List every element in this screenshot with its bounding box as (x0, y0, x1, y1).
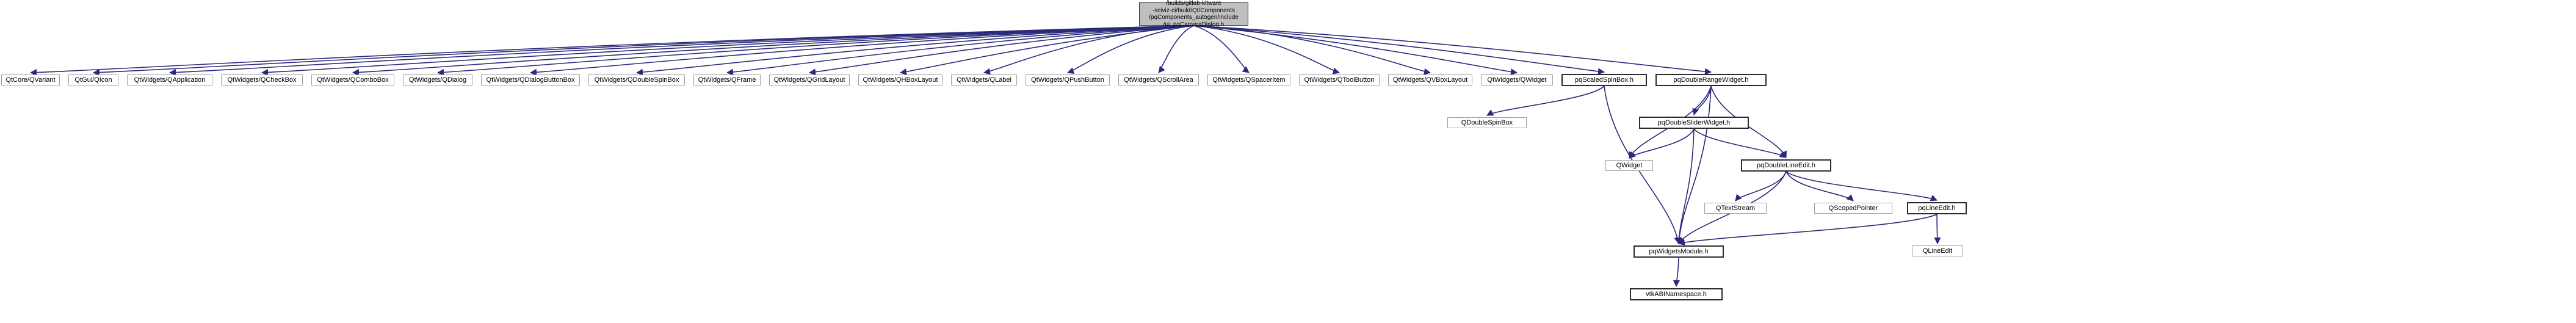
edge-pqwidgetsmodule-to-vtkabi (1673, 257, 1681, 288)
graph-node-qpushbutton[interactable]: QtWidgets/QPushButton (1026, 74, 1110, 85)
graph-node-label: QtWidgets/QGridLayout (773, 76, 845, 84)
edge-root-to-qvariant (29, 25, 1194, 76)
edge-root-to-qcombobox (352, 25, 1194, 76)
graph-node-qspaceritem[interactable]: QtWidgets/QSpacerItem (1207, 74, 1290, 85)
graph-node-label: QLineEdit (1922, 247, 1953, 255)
edge-pqdoublelineedit-to-pqlineedit (1785, 171, 1938, 201)
graph-node-pqdoubleslider[interactable]: pqDoubleSliderWidget.h (1639, 117, 1749, 129)
edge-pqdoubleslider-to-pqwidgetsmodule (1675, 128, 1695, 245)
edge-pqdoubleslider-to-pqdoublelineedit (1693, 128, 1787, 158)
edge-root-to-qdialog (436, 25, 1194, 76)
graph-node-qicon[interactable]: QtGui/QIcon (68, 74, 118, 85)
edge-root-to-qwidgetw (1193, 25, 1518, 76)
edge-root-to-qcheckbox (261, 25, 1194, 76)
edge-root-to-qdoublespinboxw (635, 25, 1194, 76)
graph-node-pqlineedit[interactable]: pqLineEdit.h (1907, 202, 1967, 214)
graph-node-label: QtWidgets/QPushButton (1031, 76, 1104, 84)
graph-node-vtkabi[interactable]: vtkABINamespace.h (1630, 288, 1723, 300)
graph-node-qdoublespinboxw[interactable]: QtWidgets/QDoubleSpinBox (588, 74, 685, 85)
graph-node-label: QtGui/QIcon (74, 76, 112, 84)
graph-node-qtoolbutton[interactable]: QtWidgets/QToolButton (1299, 74, 1380, 85)
graph-node-label: QtWidgets/QScrollArea (1124, 76, 1193, 84)
edge-root-to-qgridlayout (808, 25, 1194, 76)
graph-node-qlineedit[interactable]: QLineEdit (1912, 245, 1963, 256)
graph-node-label: QtWidgets/QSpacerItem (1212, 76, 1286, 84)
edge-root-to-qvboxlayout (1193, 25, 1431, 75)
graph-node-label: pqLineEdit.h (1918, 205, 1956, 212)
graph-node-qdialog[interactable]: QtWidgets/QDialog (403, 74, 472, 85)
graph-node-qapplication[interactable]: QtWidgets/QApplication (127, 74, 212, 85)
graph-node-qvariant[interactable]: QtCore/QVariant (1, 74, 60, 85)
graph-node-label: pqDoubleSliderWidget.h (1657, 119, 1731, 126)
graph-node-qgridlayout[interactable]: QtWidgets/QGridLayout (769, 74, 850, 85)
edge-root-to-qspaceritem (1193, 25, 1250, 73)
graph-node-qwidget[interactable]: QWidget (1605, 160, 1653, 171)
graph-node-label: pqWidgetsModule.h (1649, 248, 1709, 255)
edge-pqdoublelineedit-to-qscopedpointer (1785, 171, 1854, 201)
edge-root-to-qpushbutton (1066, 25, 1194, 74)
graph-node-label: QtWidgets/QLabel (957, 76, 1011, 84)
graph-node-label: QtWidgets/QDialog (408, 76, 467, 84)
edge-root-to-qlabel (983, 25, 1194, 75)
edge-root-to-pqdoublerange (1193, 25, 1712, 75)
graph-node-qcombobox[interactable]: QtWidgets/QComboBox (311, 74, 394, 85)
edge-root-to-qtoolbutton (1193, 25, 1340, 74)
edge-root-to-qapplication (168, 25, 1194, 76)
graph-node-label: QtWidgets/QHBoxLayout (863, 76, 938, 84)
graph-node-root-line: /pqComponents_autogen/include (1149, 14, 1239, 21)
edge-pqdoublelineedit-to-qtextstream (1735, 171, 1787, 201)
graph-node-qframe[interactable]: QtWidgets/QFrame (693, 74, 761, 85)
graph-node-label: QtWidgets/QApplication (134, 76, 206, 84)
graph-node-root-line: -sciviz-ci/build/Qt/Components (1152, 7, 1236, 14)
edge-root-to-qdialogbuttonbox (529, 25, 1194, 76)
graph-node-label: QScopedPointer (1828, 205, 1878, 212)
graph-node-qscopedpointer[interactable]: QScopedPointer (1814, 203, 1892, 214)
graph-node-label: QtWidgets/QCheckBox (227, 76, 297, 84)
edge-pqlineedit-to-pqwidgetsmodule (1677, 214, 1937, 246)
graph-node-label: QtWidgets/QDoubleSpinBox (594, 76, 679, 84)
graph-node-qcheckbox[interactable]: QtWidgets/QCheckBox (221, 74, 303, 85)
graph-node-root[interactable]: /builds/gitlab-kitware-sciviz-ci/build/Q… (1139, 0, 1248, 28)
graph-node-qvboxlayout[interactable]: QtWidgets/QVBoxLayout (1388, 74, 1472, 85)
graph-node-label: QtWidgets/QComboBox (317, 76, 389, 84)
graph-node-label: QDoubleSpinBox (1461, 119, 1513, 126)
graph-node-label: pqDoubleLineEdit.h (1756, 162, 1816, 169)
graph-node-label: pqDoubleRangeWidget.h (1673, 76, 1749, 84)
graph-node-label: QtCore/QVariant (5, 76, 56, 84)
edge-root-to-pqscaledspinbox (1193, 25, 1605, 75)
edge-root-to-qicon (92, 25, 1194, 76)
graph-node-label: QTextStream (1715, 205, 1756, 212)
graph-node-qhboxlayout[interactable]: QtWidgets/QHBoxLayout (858, 74, 942, 85)
graph-node-label: QWidget (1616, 162, 1643, 169)
graph-node-root-line: /builds/gitlab-kitware (1166, 0, 1221, 7)
edge-pqdoubleslider-to-qwidget (1629, 128, 1695, 159)
edge-pqscaledspinbox-to-qdoublespinbox (1486, 85, 1605, 116)
edge-pqdoublerange-to-pqdoubleslider (1692, 85, 1712, 116)
graph-node-label: QtWidgets/QDialogButtonBox (486, 76, 575, 84)
graph-node-label: QtWidgets/QWidget (1487, 76, 1547, 84)
graph-node-label: QtWidgets/QFrame (698, 76, 756, 84)
graph-node-pqwidgetsmodule[interactable]: pqWidgetsModule.h (1634, 245, 1724, 258)
graph-node-label: pqScaledSpinBox.h (1574, 76, 1634, 84)
graph-node-qdialogbuttonbox[interactable]: QtWidgets/QDialogButtonBox (481, 74, 580, 85)
graph-node-pqdoublelineedit[interactable]: pqDoubleLineEdit.h (1741, 159, 1831, 172)
edge-root-to-qscrollarea (1158, 25, 1194, 73)
graph-node-qwidgetw[interactable]: QtWidgets/QWidget (1481, 74, 1553, 85)
graph-node-root-line: /ui_pqCameraDialog.h (1163, 21, 1225, 28)
graph-node-qscrollarea[interactable]: QtWidgets/QScrollArea (1118, 74, 1199, 85)
graph-node-qtextstream[interactable]: QTextStream (1704, 203, 1767, 214)
graph-node-label: vtkABINamespace.h (1646, 291, 1707, 298)
graph-node-label: QtWidgets/QVBoxLayout (1392, 76, 1468, 84)
graph-node-qdoublespinbox[interactable]: QDoubleSpinBox (1447, 117, 1527, 128)
graph-node-pqdoublerange[interactable]: pqDoubleRangeWidget.h (1655, 74, 1767, 86)
graph-node-label: QtWidgets/QToolButton (1304, 76, 1375, 84)
graph-node-pqscaledspinbox[interactable]: pqScaledSpinBox.h (1561, 74, 1647, 86)
graph-node-qlabel[interactable]: QtWidgets/QLabel (951, 74, 1017, 85)
edge-root-to-qhboxlayout (899, 25, 1194, 76)
edge-pqdoublerange-to-pqwidgetsmodule (1676, 85, 1712, 245)
edge-root-to-qframe (726, 25, 1194, 76)
